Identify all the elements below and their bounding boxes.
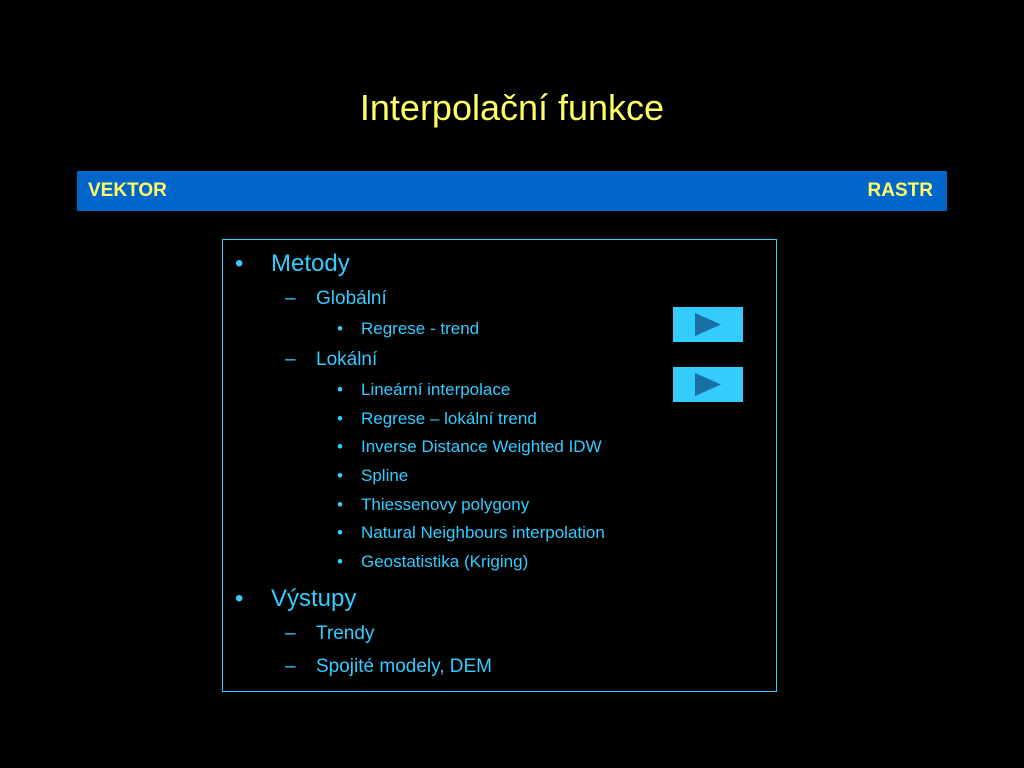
item-label: Trendy [316,623,375,644]
bullet: • [337,523,343,542]
bullet: • [235,585,244,612]
header-band: VEKTOR RASTR [77,171,947,211]
rastr-label: RASTR [867,180,933,201]
bullet: • [337,495,343,514]
content-box: • Metody – Globální • Regrese - trend – … [222,239,777,692]
item-label: Geostatistika (Kriging) [361,552,529,571]
item-label: Regrese – lokální trend [361,409,537,428]
bullet: • [337,380,343,399]
item-label: Lokální [316,349,378,370]
bullet: • [337,466,343,485]
bullet: • [337,437,343,456]
item-label: Spojité modely, DEM [316,656,492,677]
item-label: Lineární interpolace [361,380,511,399]
item-label: Globální [316,288,387,309]
bullet: • [235,250,244,277]
dash: – [285,656,296,677]
bullet: • [337,409,343,428]
item-label: Thiessenovy polygony [361,495,530,514]
item-label: Metody [271,250,350,277]
play-arrow-icon [695,313,721,336]
item-label: Natural Neighbours interpolation [361,523,605,542]
play-arrow-icon [695,373,721,396]
dash: – [285,623,296,644]
local-method-play-button[interactable] [673,367,743,402]
slide-title: Interpolační funkce [359,87,665,128]
item-label: Výstupy [271,585,357,612]
dash: – [285,349,296,370]
item-label: Inverse Distance Weighted IDW [361,437,602,456]
bullet: • [337,552,343,571]
item-label: Regrese - trend [361,319,480,338]
item-label: Spline [361,466,409,485]
vektor-label: VEKTOR [88,180,167,201]
global-method-play-button[interactable] [673,307,743,342]
dash: – [285,288,296,309]
bullet: • [337,319,343,338]
